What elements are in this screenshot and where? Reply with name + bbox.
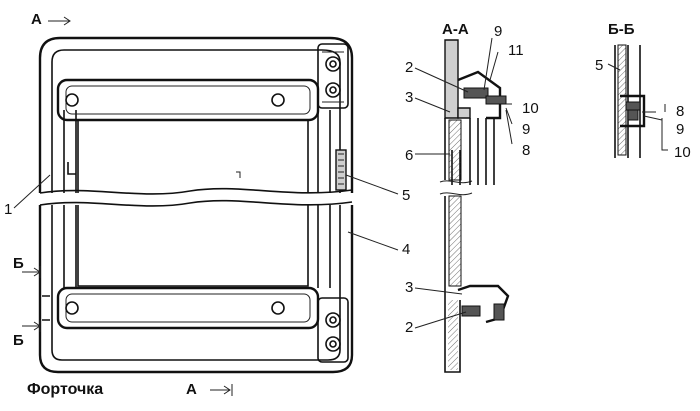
upper-right-rivet <box>271 93 285 107</box>
leader-1 <box>13 174 51 209</box>
lower-hinge <box>317 297 349 363</box>
section-bb-title: Б-Б <box>608 21 635 38</box>
leader-4 <box>347 231 399 251</box>
figure-caption: Форточка <box>27 381 104 398</box>
callout-aa-2-bottom: 2 <box>405 319 414 336</box>
callout-1: 1 <box>4 201 13 218</box>
callout-bb-9: 9 <box>676 121 685 138</box>
window-frame-view <box>13 16 399 396</box>
latch-strip <box>335 149 347 191</box>
outer-frame-top <box>38 36 354 193</box>
cut-mark-b-lower: Б <box>13 332 24 349</box>
callout-bb-8: 8 <box>676 103 685 120</box>
callout-aa-9: 9 <box>494 23 503 40</box>
callout-aa-6: 6 <box>405 147 414 164</box>
cut-mark-a-bottom: А <box>186 381 197 398</box>
leader-aa-10-9-8 <box>505 103 513 145</box>
upper-hinge <box>317 43 349 109</box>
cut-mark-b-upper: Б <box>13 255 24 272</box>
lower-left-rivet <box>65 301 79 315</box>
callout-aa-3-bottom: 3 <box>405 279 414 296</box>
leader-aa-2b <box>414 311 467 329</box>
lower-right-rivet <box>271 301 285 315</box>
callout-5: 5 <box>402 187 411 204</box>
callout-bb-5: 5 <box>595 57 604 74</box>
section-aa-view <box>414 37 513 373</box>
callout-4: 4 <box>402 241 411 258</box>
leader-aa-3b <box>414 287 463 295</box>
leader-bb-5 <box>607 63 621 71</box>
callout-bb-10: 10 <box>674 144 691 161</box>
leader-aa-9 <box>483 37 493 91</box>
callout-aa-11: 11 <box>508 42 524 59</box>
callout-aa-9b: 9 <box>522 121 531 138</box>
leader-aa-3 <box>414 97 451 113</box>
callout-aa-2-top: 2 <box>405 59 414 76</box>
section-aa-title: А-А <box>442 21 469 38</box>
callout-aa-8: 8 <box>522 142 531 159</box>
callout-aa-10: 10 <box>522 100 539 117</box>
leader-bb-8-9-10 <box>642 111 668 151</box>
upper-left-rivet <box>65 93 79 107</box>
cut-mark-a-top: А <box>31 11 42 28</box>
leader-5 <box>345 174 399 195</box>
leader-aa-2 <box>414 67 469 93</box>
outer-frame-bottom <box>38 205 354 374</box>
section-bb-view <box>607 44 668 158</box>
callout-aa-3-top: 3 <box>405 89 414 106</box>
leader-aa-11 <box>489 51 499 81</box>
